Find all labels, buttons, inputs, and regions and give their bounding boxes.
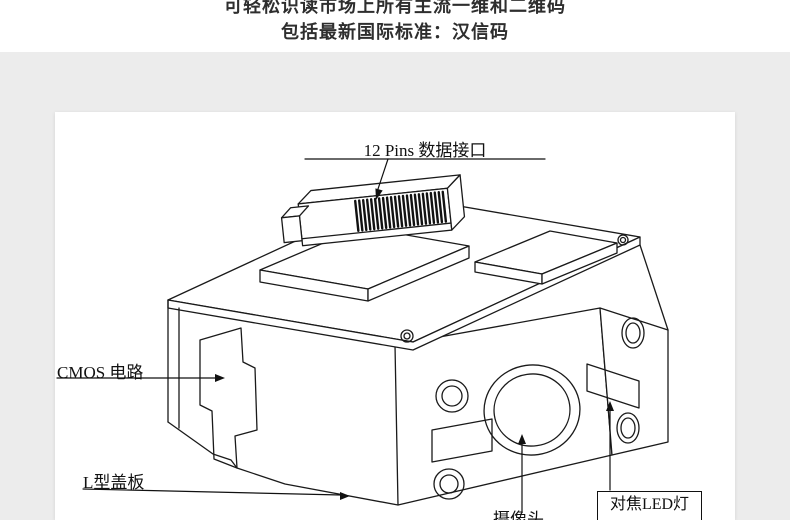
- front-hole-top-icon: [435, 379, 469, 413]
- leader-camera-arrow: [518, 434, 526, 513]
- screw-hole-front-icon: [400, 329, 414, 343]
- label-pins-interface: 12 Pins 数据接口: [363, 141, 487, 160]
- left-cover-steps: [167, 299, 399, 506]
- scanner-module-diagram: [56, 158, 669, 513]
- label-camera: 摄像头: [493, 510, 544, 520]
- label-cmos-circuit: CMOS 电路: [57, 363, 144, 382]
- leader-cover-arrow: [82, 488, 350, 500]
- front-hole-bottom-icon: [433, 468, 465, 500]
- leader-led-arrow: [606, 401, 614, 491]
- callout-leaders: [56, 158, 614, 513]
- header-line-1: 可轻松识读市场上所有主流一维和二维码: [224, 0, 566, 16]
- pins-comb: [354, 190, 448, 233]
- header-line-2: 包括最新国际标准：汉信码: [281, 22, 509, 42]
- label-focus-led: 对焦LED灯: [597, 491, 702, 520]
- side-hole-top-icon: [621, 317, 645, 349]
- screw-hole-right-icon: [617, 234, 629, 246]
- chip-small: [474, 230, 618, 285]
- front-window: [431, 418, 493, 463]
- focus-led-window: [586, 363, 640, 409]
- side-hole-bottom-icon: [616, 412, 640, 444]
- diagram-panel: 12 Pins 数据接口 CMOS 电路 L型盖板 摄像头 对焦LED灯: [55, 112, 735, 520]
- label-l-cover: L型盖板: [83, 473, 145, 492]
- camera-lens-circle: [483, 364, 581, 456]
- header: 可轻松识读市场上所有主流一维和二维码 包括最新国际标准：汉信码: [0, 0, 790, 52]
- chip-large: [259, 226, 470, 302]
- pin-connector: [280, 174, 466, 247]
- leader-pins-arrow: [304, 158, 546, 200]
- leader-cmos-arrow: [56, 374, 225, 382]
